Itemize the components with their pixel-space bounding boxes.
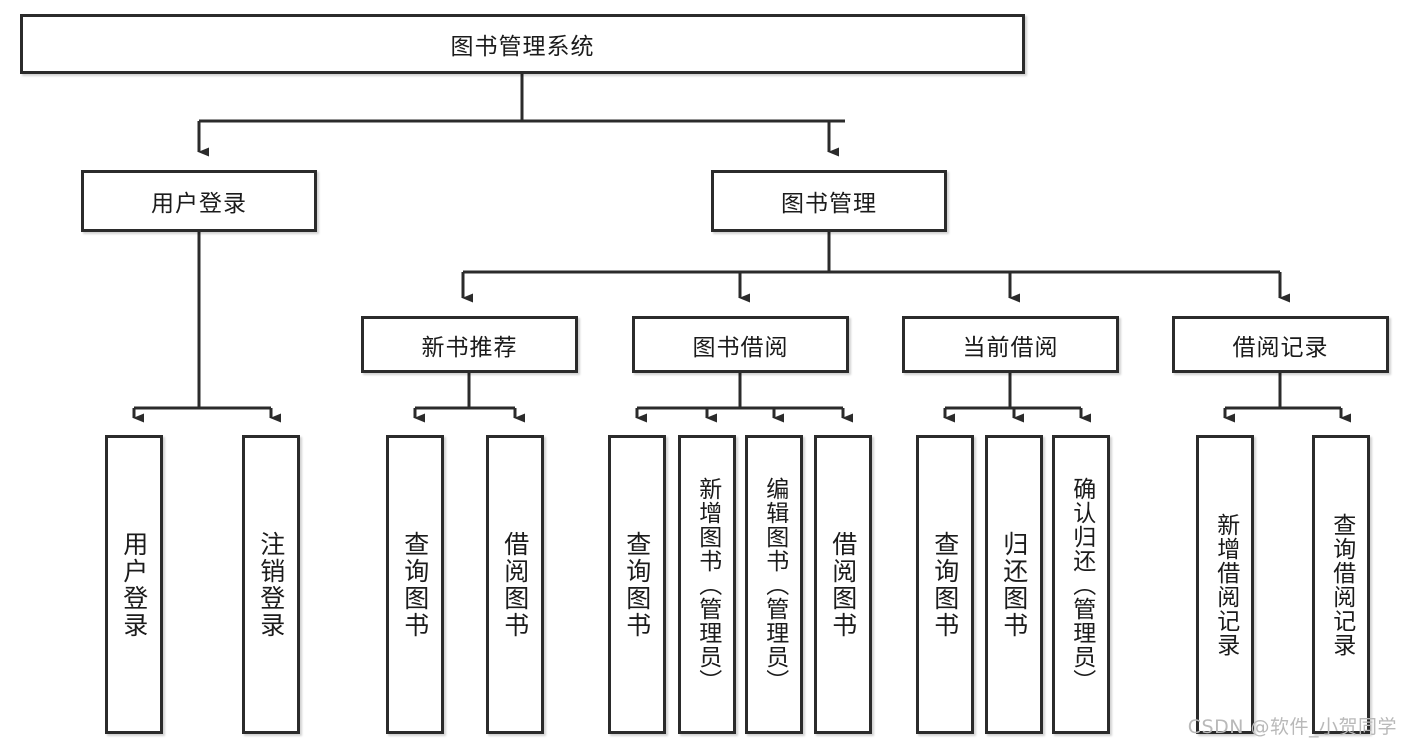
node-leaf-edit-book-label: 编辑图书（管理员）	[761, 476, 788, 693]
node-book-borrow[interactable]: 图书借阅	[632, 316, 849, 373]
node-user-login[interactable]: 用户登录	[81, 170, 317, 232]
node-book-manage-label: 图书管理	[781, 191, 877, 217]
node-leaf-query-book-1[interactable]: 查询图书	[386, 435, 444, 734]
node-leaf-add-record[interactable]: 新增借阅记录	[1196, 435, 1254, 734]
node-leaf-query-record-label: 查询借阅记录	[1328, 512, 1355, 657]
node-borrow-record-label: 借阅记录	[1232, 334, 1329, 361]
node-user-login-label: 用户登录	[151, 191, 247, 217]
node-root-label: 图书管理系统	[450, 34, 595, 60]
watermark-text: CSDN @软件_小贺同学	[1187, 716, 1397, 738]
node-leaf-user-login[interactable]: 用户登录	[105, 435, 163, 734]
node-leaf-return-book[interactable]: 归还图书	[985, 435, 1043, 734]
node-leaf-confirm-return[interactable]: 确认归还（管理员）	[1052, 435, 1110, 734]
node-leaf-add-book-label: 新增图书（管理员）	[694, 476, 721, 693]
node-borrow-record[interactable]: 借阅记录	[1172, 316, 1389, 373]
node-book-borrow-label: 图书借阅	[692, 334, 789, 361]
node-leaf-confirm-return-label: 确认归还（管理员）	[1068, 476, 1095, 693]
node-leaf-logout-login[interactable]: 注销登录	[242, 435, 300, 734]
node-leaf-query-book-1-label: 查询图书	[400, 530, 430, 639]
node-leaf-edit-book[interactable]: 编辑图书（管理员）	[745, 435, 803, 734]
node-leaf-user-login-label: 用户登录	[119, 530, 149, 639]
node-leaf-query-book-2[interactable]: 查询图书	[608, 435, 666, 734]
node-leaf-borrow-book-2-label: 借阅图书	[828, 530, 858, 639]
node-book-manage[interactable]: 图书管理	[711, 170, 947, 232]
node-leaf-logout-login-label: 注销登录	[256, 530, 286, 639]
node-new-book-recommend-label: 新书推荐	[421, 334, 518, 361]
node-leaf-borrow-book-1[interactable]: 借阅图书	[486, 435, 544, 734]
node-leaf-query-book-2-label: 查询图书	[622, 530, 652, 639]
node-leaf-borrow-book-1-label: 借阅图书	[500, 530, 530, 639]
node-root[interactable]: 图书管理系统	[20, 14, 1025, 74]
node-leaf-add-book[interactable]: 新增图书（管理员）	[678, 435, 736, 734]
node-leaf-query-record[interactable]: 查询借阅记录	[1312, 435, 1370, 734]
node-leaf-add-record-label: 新增借阅记录	[1212, 512, 1239, 657]
node-current-borrow[interactable]: 当前借阅	[902, 316, 1119, 373]
node-leaf-borrow-book-2[interactable]: 借阅图书	[814, 435, 872, 734]
node-new-book-recommend[interactable]: 新书推荐	[361, 316, 578, 373]
node-leaf-query-book-3-label: 查询图书	[930, 530, 960, 639]
node-current-borrow-label: 当前借阅	[962, 334, 1059, 361]
node-leaf-query-book-3[interactable]: 查询图书	[916, 435, 974, 734]
node-leaf-return-book-label: 归还图书	[999, 530, 1029, 639]
